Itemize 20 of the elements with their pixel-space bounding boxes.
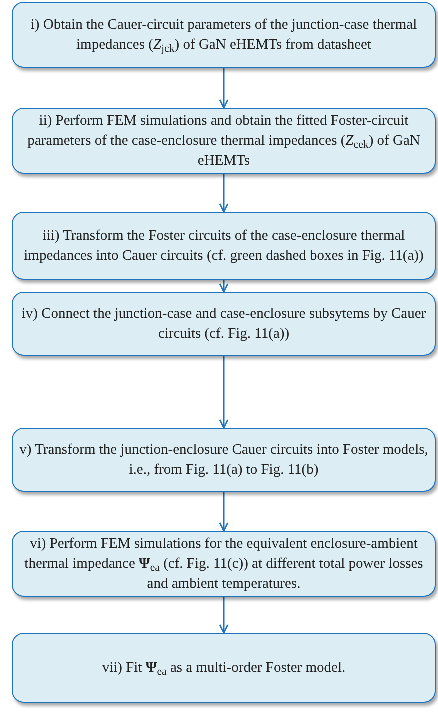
arrow	[219, 280, 229, 293]
step-text: iv) Connect the junction-case and case-enclosure subsytems by Cauer circuits (cf. Fig. 11(a))	[20, 305, 428, 344]
step-text: vi) Perform FEM simulations for the equivalent enclosure-ambient thermal impedance Ψ$_{ea}$ (cf. Fig. 11(c)) at different total power losses and ambient temperatures.	[24, 535, 424, 594]
arrow	[219, 356, 229, 429]
process-box	[12, 108, 436, 174]
process-box	[12, 2, 436, 68]
step-text: ii) Perform FEM simulations and obtain the fitted Foster-circuit parameters of the case-enclosure thermal impedances (Z$_{cek}$) of GaN eHEMTs	[26, 112, 422, 171]
step-text: iii) Transform the Foster circuits of the case-enclosure thermal impedances into Cauer circuits (cf. green dashed boxes in Fig. 11(a))	[23, 227, 425, 266]
arrow	[219, 174, 229, 213]
step-text: vii) Fit Ψ$_{ea}$ as a multi-order Foster model.	[102, 659, 346, 678]
arrow	[219, 492, 229, 532]
process-box	[12, 531, 436, 597]
process-box	[12, 212, 436, 280]
process-box	[12, 292, 436, 356]
step-text: i) Obtain the Cauer-circuit parameters of the junction-case thermal impedances (Z$_{jck}$) of GaN eHEMTs from datasheet	[30, 16, 418, 55]
process-box	[12, 428, 436, 492]
arrow	[219, 68, 229, 109]
arrow	[219, 597, 229, 634]
process-box	[12, 633, 436, 703]
step-text: v) Transform the junction-enclosure Cauer circuits into Foster models, i.e., from Fig. 11(a) to Fig. 11(b)	[18, 441, 430, 480]
